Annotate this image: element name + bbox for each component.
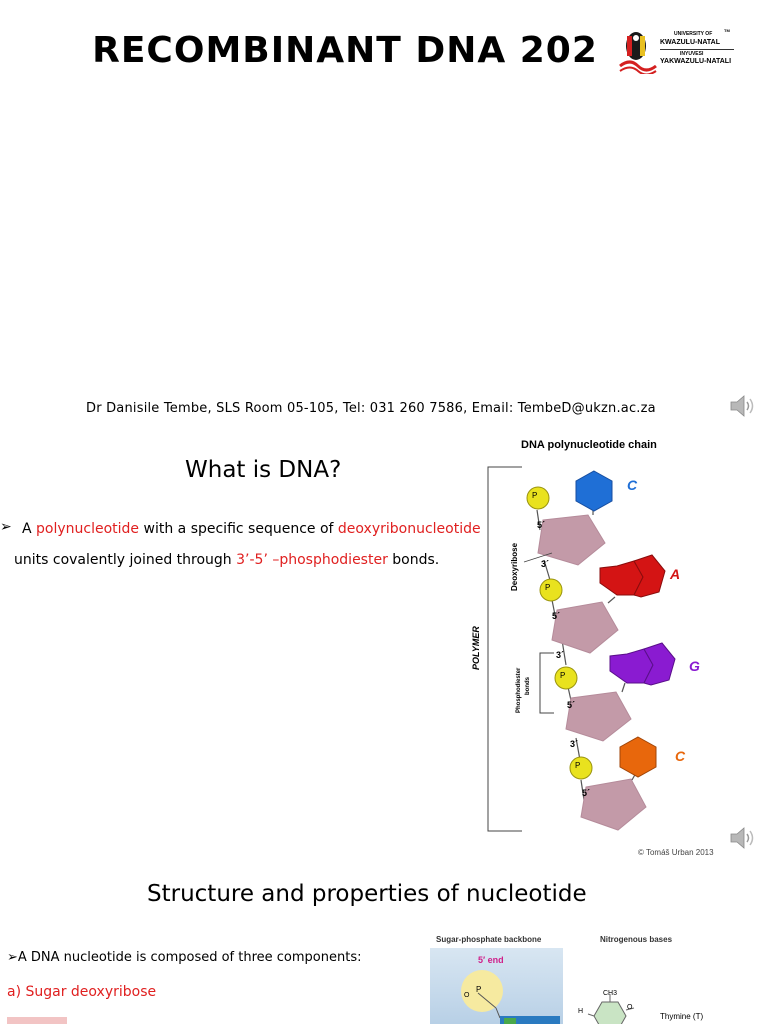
base-label-a: A bbox=[670, 566, 681, 582]
hydrogen-label: H bbox=[578, 1008, 584, 1015]
dna-chain-figure bbox=[487, 466, 676, 832]
bullet-marker: ➢ bbox=[0, 519, 12, 535]
speaker-icon[interactable] bbox=[728, 392, 756, 420]
phosphodiester-label: Phosphodiester bbox=[516, 667, 522, 713]
heading-what-is-dna: What is DNA? bbox=[185, 457, 342, 483]
thymine-structure-icon bbox=[587, 994, 635, 1024]
prime-5-label: 5´ bbox=[537, 520, 546, 530]
heading-nucleotide-structure: Structure and properties of nucleotide bbox=[147, 881, 587, 907]
prime-3-label: 3´ bbox=[541, 559, 550, 569]
polymer-bracket bbox=[487, 466, 522, 832]
item-b-partial bbox=[7, 1017, 67, 1024]
logo-line-3: INYUVESI bbox=[680, 51, 704, 57]
logo-line-2: KWAZULU-NATAL bbox=[660, 39, 721, 46]
figure-credit: © Tomáš Urban 2013 bbox=[638, 848, 714, 857]
polymer-label: POLYMER bbox=[471, 626, 481, 670]
logo-tm: TM bbox=[724, 28, 730, 33]
prime-5-label: 5´ bbox=[552, 611, 561, 621]
phosphate-group-icon bbox=[461, 970, 560, 1024]
base-c-2 bbox=[619, 736, 657, 778]
phosphate-label: P bbox=[575, 761, 581, 770]
deoxyribose-label: Deoxyribose bbox=[510, 542, 519, 591]
figure-title: DNA polynucleotide chain bbox=[521, 439, 657, 451]
base-c-1 bbox=[575, 470, 613, 512]
prime-5-label: 5´ bbox=[567, 700, 576, 710]
university-logo: UNIVERSITY OF KWAZULU-NATAL TM INYUVESI … bbox=[618, 28, 748, 74]
logo-line-1: UNIVERSITY OF bbox=[674, 31, 713, 37]
base-label-g: G bbox=[689, 658, 700, 674]
phosphorus-label: P bbox=[476, 985, 482, 994]
term-deoxyribonucleotide: deoxyribonucleotide bbox=[337, 521, 481, 537]
text-g: bonds. bbox=[387, 552, 440, 568]
contact-info: Dr Danisile Tembe, SLS Room 05-105, Tel:… bbox=[86, 401, 656, 416]
text-a: A bbox=[22, 521, 37, 537]
nucleotide-components-bullet: ➢A DNA nucleotide is composed of three c… bbox=[7, 950, 362, 965]
slide-title: RECOMBINANT DNA 202 bbox=[92, 30, 598, 71]
prime-5-label: 5´ bbox=[582, 788, 591, 798]
col-nitrogenous-bases: Nitrogenous bases bbox=[600, 935, 673, 944]
oxygen-label-thymine: O bbox=[627, 1004, 633, 1011]
logo-line-4: YAKWAZULU-NATALI bbox=[660, 58, 732, 65]
term-phosphodiester: 3’-5’ –phosphodiester bbox=[236, 552, 388, 568]
bonds-label: bonds bbox=[525, 677, 531, 695]
base-label-c: C bbox=[627, 477, 638, 493]
thymine-label: Thymine (T) bbox=[660, 1012, 704, 1021]
ukzn-shield-icon bbox=[619, 32, 657, 74]
five-prime-end-label: 5′ end bbox=[478, 955, 504, 965]
speaker-icon[interactable] bbox=[728, 824, 756, 852]
oxygen-label: O bbox=[464, 992, 470, 999]
text-e: units covalently joined through bbox=[14, 552, 237, 568]
logo-divider bbox=[660, 49, 734, 50]
term-polynucleotide: polynucleotide bbox=[36, 521, 140, 537]
dna-definition-line-2: units covalently joined through 3’-5’ –p… bbox=[14, 552, 439, 568]
text-c: with a specific sequence of bbox=[139, 521, 338, 537]
base-g bbox=[609, 642, 676, 686]
item-sugar-deoxyribose: a) Sugar deoxyribose bbox=[7, 984, 157, 1000]
base-a bbox=[599, 554, 666, 598]
prime-3-label: 3´ bbox=[570, 739, 579, 749]
dna-definition-line-1: A polynucleotide with a specific sequenc… bbox=[22, 521, 481, 537]
prime-3-label: 3´ bbox=[556, 650, 565, 660]
bond-bracket bbox=[539, 652, 554, 714]
phosphate-label: P bbox=[545, 583, 551, 592]
backbone-panel: 5′ end P O bbox=[430, 948, 563, 1024]
col-sugar-phosphate-backbone: Sugar-phosphate backbone bbox=[436, 935, 542, 944]
ch3-label: CH3 bbox=[603, 990, 618, 997]
base-label-c-2: C bbox=[675, 748, 686, 764]
phosphate-label: P bbox=[532, 491, 538, 500]
phosphate-label: P bbox=[560, 671, 566, 680]
